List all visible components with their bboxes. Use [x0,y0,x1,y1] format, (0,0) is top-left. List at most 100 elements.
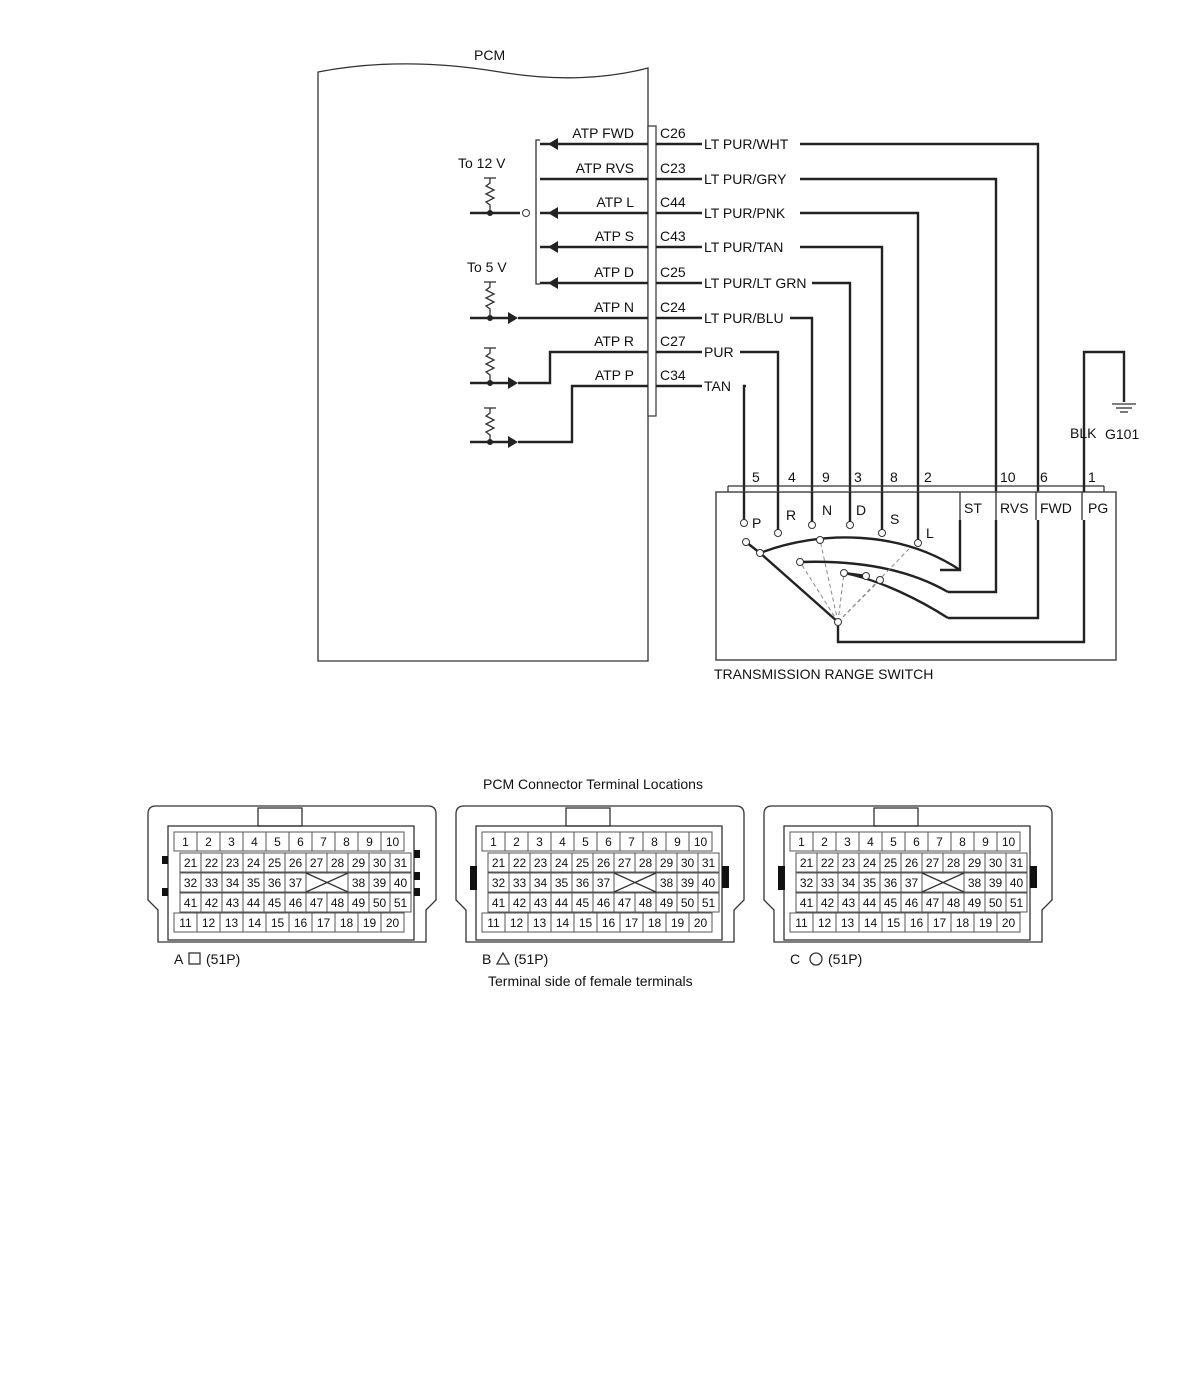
terminal-number: 41 [492,896,506,910]
terminal-number: 28 [639,856,653,870]
to-12v-label: To 12 V [458,155,506,171]
bracket-node [522,209,530,217]
terminal-number: 4 [251,835,258,849]
terminal-number: 16 [910,916,924,930]
connector-title: PCM Connector Terminal Locations [483,776,703,792]
terminal-number: 21 [184,856,198,870]
connector-footer: Terminal side of female terminals [488,973,693,989]
terminal-number: 1 [798,835,805,849]
terminal-number: 38 [968,876,982,890]
terminal-number: 9 [674,835,681,849]
terminal-number: 18 [340,916,354,930]
terminal-number: 11 [179,916,192,930]
terminal-number: 43 [842,896,856,910]
signal-pin: C27 [660,333,686,349]
terminal-number: 32 [492,876,506,890]
switch-pin-number: 6 [1040,469,1048,485]
terminal-number: 21 [492,856,506,870]
terminal-number: 49 [660,896,674,910]
connector-letter: C [790,951,800,967]
triangle-icon [495,951,511,965]
terminal-number: 12 [510,916,524,930]
switch-title: TRANSMISSION RANGE SWITCH [714,666,933,682]
switch-position-label: D [856,502,866,518]
terminal-number: 2 [205,835,212,849]
terminal-number: 23 [534,856,548,870]
terminal-number: 46 [905,896,919,910]
terminal-number: 38 [352,876,366,890]
terminal-number: 33 [205,876,219,890]
terminal-number: 17 [317,916,331,930]
wire-color: TAN [704,378,731,394]
terminal-number: 35 [555,876,569,890]
terminal-number: 43 [226,896,240,910]
terminal-number: 14 [556,916,570,930]
terminal-number: 22 [205,856,219,870]
terminal-number: 46 [289,896,303,910]
switch-pin-number: 3 [854,469,862,485]
terminal-number: 13 [533,916,547,930]
signal-name: ATP RVS [576,160,634,176]
terminal-number: 44 [863,896,877,910]
terminal-number: 2 [513,835,520,849]
terminal-number: 41 [800,896,814,910]
terminal-number: 42 [821,896,835,910]
switch-pin-number: 8 [890,469,898,485]
circle-icon [809,952,823,966]
connector-pin-count: (51P) [828,951,862,967]
terminal-number: 21 [800,856,814,870]
terminal-number: 25 [576,856,590,870]
terminal-number: 31 [394,856,408,870]
terminal-number: 34 [226,876,240,890]
terminal-number: 5 [582,835,589,849]
terminal-number: 29 [660,856,674,870]
terminal-number: 1 [490,835,497,849]
terminal-number: 41 [184,896,198,910]
terminal-number: 23 [226,856,240,870]
terminal-number: 19 [979,916,993,930]
terminal-number: 32 [800,876,814,890]
terminal-number: 3 [844,835,851,849]
terminal-number: 36 [884,876,898,890]
terminal-number: 42 [513,896,527,910]
terminal-number: 6 [913,835,920,849]
terminal-number: 6 [297,835,304,849]
terminal-number: 22 [821,856,835,870]
terminal-number: 8 [343,835,350,849]
wire-color: LT PUR/GRY [704,171,787,187]
terminal-number: 51 [702,896,716,910]
terminal-number: 7 [320,835,327,849]
signal-pin: C26 [660,125,686,141]
terminal-number: 36 [268,876,282,890]
switch-common-label: FWD [1040,500,1072,516]
terminal-number: 1 [182,835,189,849]
terminal-number: 27 [310,856,324,870]
terminal-number: 46 [597,896,611,910]
terminal-number: 27 [618,856,632,870]
signal-name: ATP S [595,228,634,244]
terminal-number: 29 [968,856,982,870]
pcm-connector-strip [647,125,657,417]
terminal-number: 10 [386,835,400,849]
square-icon [188,952,201,965]
wire-color: LT PUR/LT GRN [704,275,806,291]
terminal-number: 36 [576,876,590,890]
terminal-number: 48 [331,896,345,910]
pcm-title: PCM [474,47,505,63]
terminal-number: 18 [648,916,662,930]
terminal-number: 31 [1010,856,1024,870]
terminal-number: 5 [274,835,281,849]
terminal-number: 9 [982,835,989,849]
switch-pin-number: 2 [924,469,932,485]
terminal-number: 19 [363,916,377,930]
terminal-number: 50 [989,896,1003,910]
terminal-number: 34 [842,876,856,890]
switch-pin-number: 5 [752,469,760,485]
terminal-number: 33 [513,876,527,890]
signal-name: ATP N [594,299,634,315]
